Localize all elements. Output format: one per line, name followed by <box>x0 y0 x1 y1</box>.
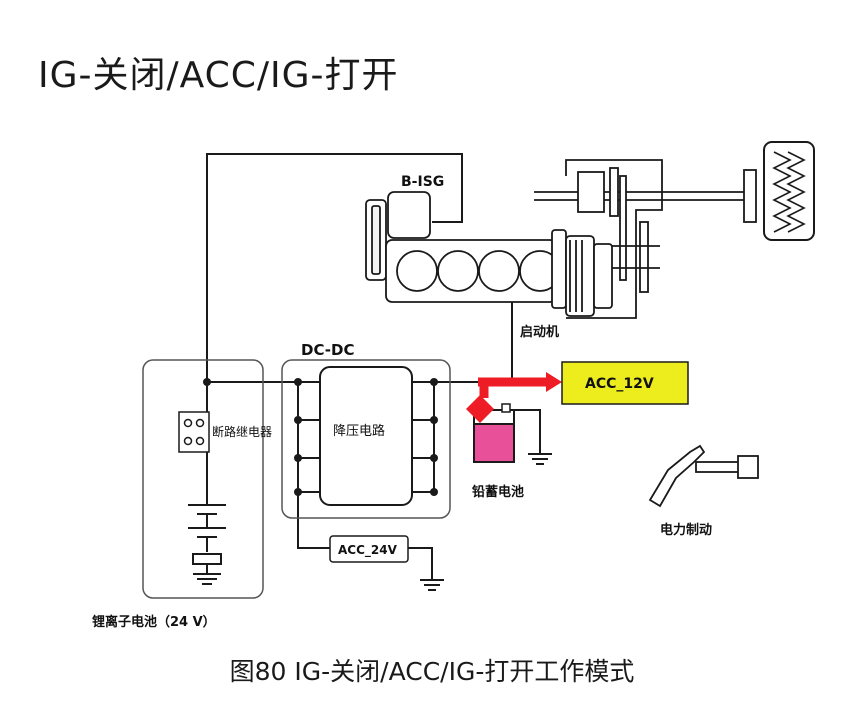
acc-12v-label: ACC_12V <box>585 376 654 392</box>
electric-brake-label: 电力制动 <box>660 522 712 538</box>
li-battery-cells-icon <box>188 504 226 552</box>
step-down-label: 降压电路 <box>333 423 385 439</box>
flywheel-starter-icon <box>551 229 613 317</box>
lead-battery-ground-wire <box>506 409 541 454</box>
li-battery-ground-icon <box>192 553 222 585</box>
starter-wire <box>511 299 552 382</box>
lead-battery-label: 铅蓄电池 <box>472 484 524 500</box>
starter-label: 启动机 <box>520 324 559 340</box>
b-isg-label: B-ISG <box>401 174 444 190</box>
acc-24v-label: ACC_24V <box>338 543 398 558</box>
acc-24v-box <box>329 535 409 563</box>
li-battery-box <box>142 359 264 599</box>
brake-pedal-icon <box>648 444 759 508</box>
step-down-circuit-box <box>319 366 413 506</box>
acc24-wire <box>297 492 330 549</box>
dc-dc-label: DC-DC <box>301 341 355 359</box>
relay-label: 断路继电器 <box>212 424 272 439</box>
acc-12v-box <box>561 361 689 405</box>
current-flow-arrow <box>466 372 562 423</box>
relay-icon <box>178 411 210 453</box>
li-battery-label: 锂离子电池（24 V） <box>92 614 216 630</box>
lead-battery-ground-icon <box>528 453 552 465</box>
b-isg-wire <box>206 153 463 382</box>
lead-battery-icon <box>473 403 515 463</box>
dc-dc-box <box>281 359 451 519</box>
wheel-icon <box>763 141 815 241</box>
engine-icon <box>365 191 561 303</box>
page-title: IG-关闭/ACC/IG-打开 <box>38 55 399 96</box>
acc24-ground-wire <box>408 547 433 580</box>
transmission-icon <box>534 159 757 319</box>
acc24-ground-icon <box>420 579 444 591</box>
figure-caption: 图80 IG-关闭/ACC/IG-打开工作模式 <box>229 657 635 686</box>
dc-dc-rails <box>297 381 435 493</box>
